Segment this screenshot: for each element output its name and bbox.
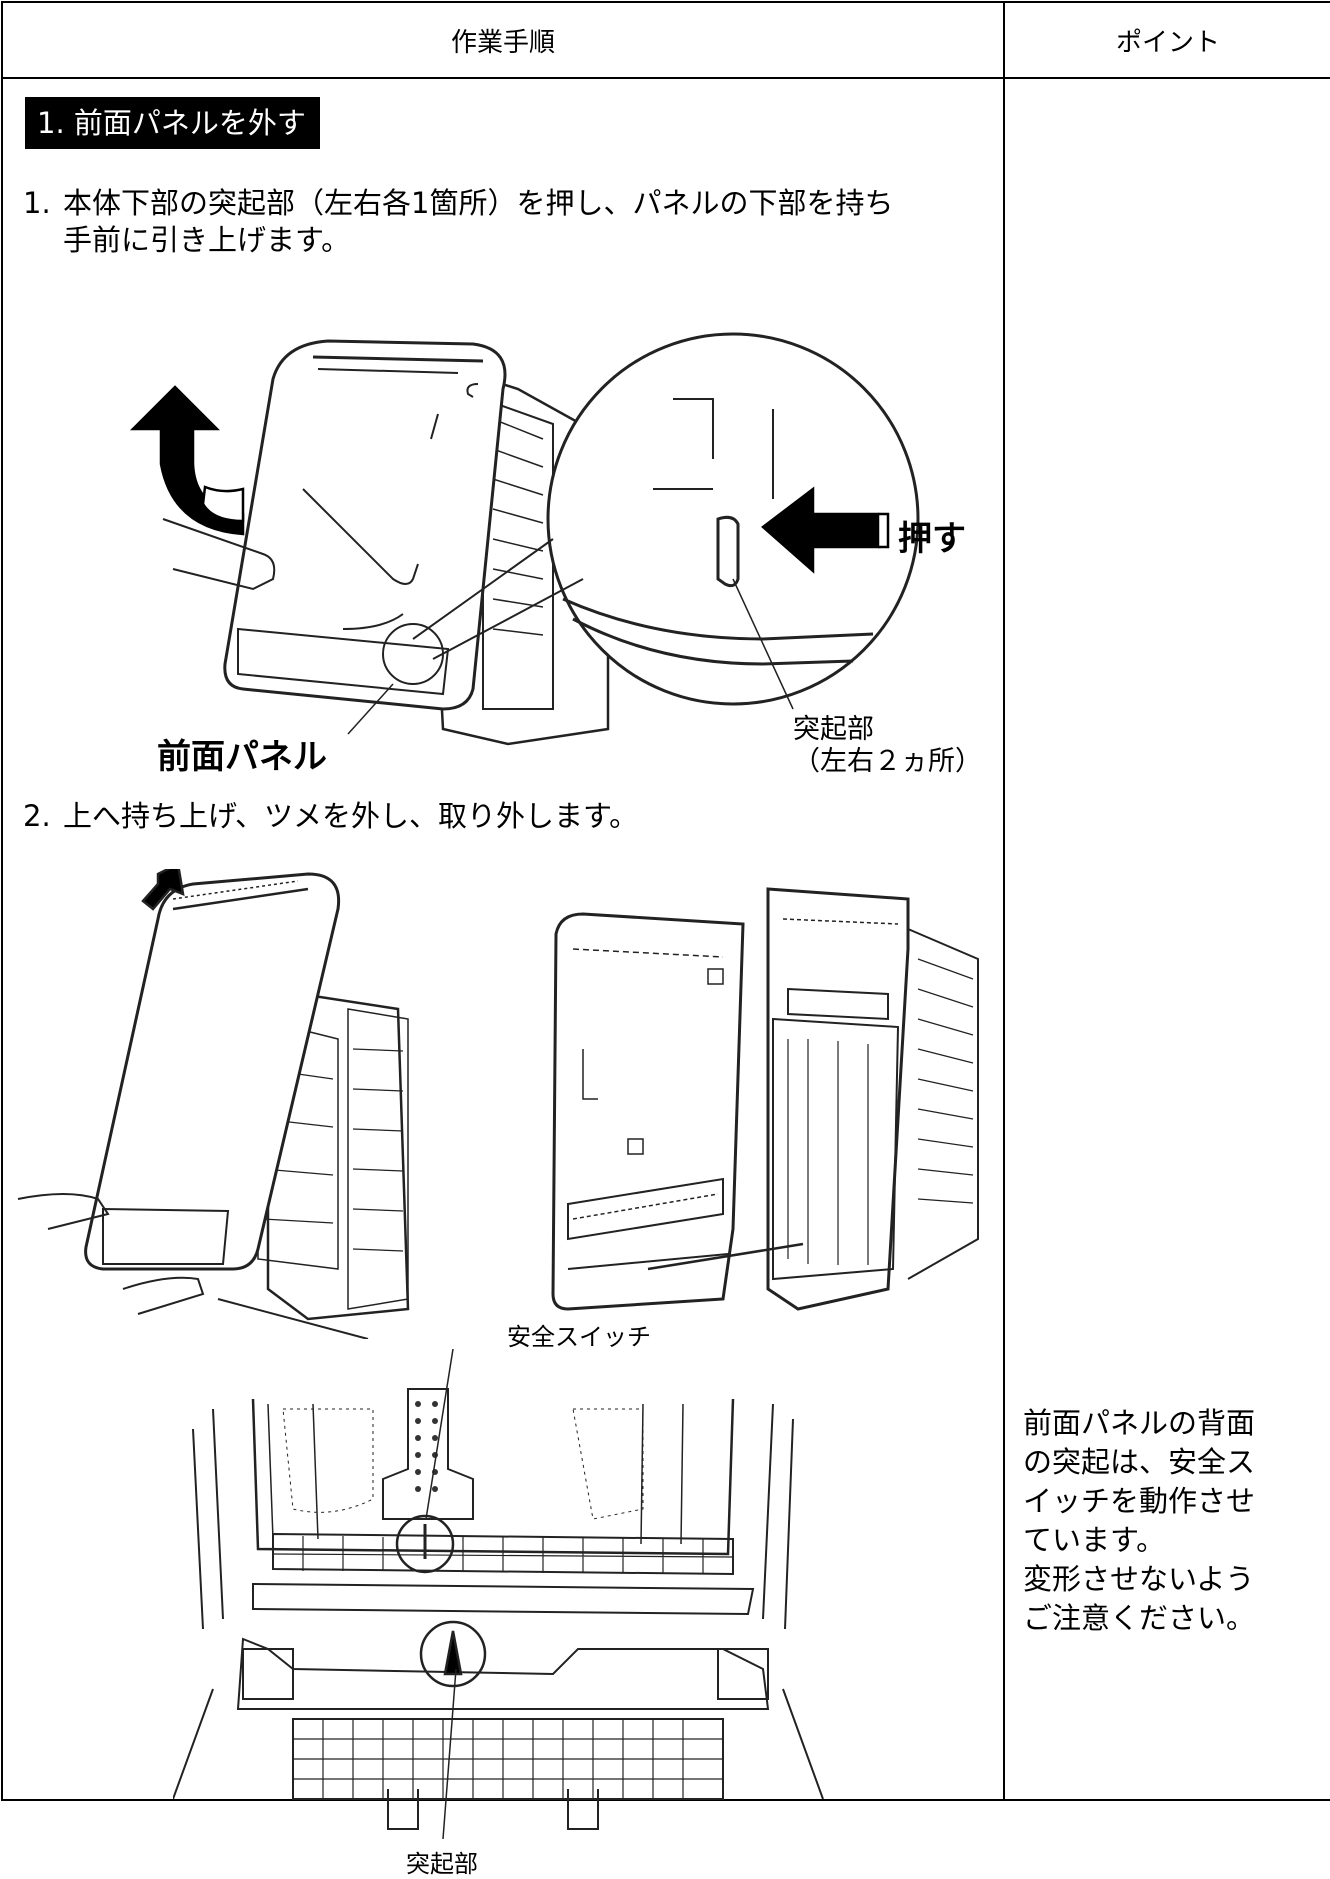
panel-slit — [312, 355, 484, 363]
right-hand — [302, 488, 419, 585]
label-protrusion-name: 突起部 — [793, 714, 874, 745]
section-title: 1. 前面パネルを外す — [25, 97, 320, 149]
label-front-panel: 前面パネル — [157, 737, 327, 777]
point-line-5: 変形させないよう — [1023, 1562, 1255, 1596]
lift-illustration — [17, 869, 979, 1339]
connector-line — [647, 1242, 804, 1271]
switch-grid — [272, 1532, 734, 1576]
step-2-number: 2. — [23, 799, 51, 833]
label-protrusion-bottom: 突起部 — [406, 1850, 478, 1878]
point-line-3: イッチを動作させ — [1023, 1484, 1256, 1518]
header-row: 作業手順 ポイント — [1, 1, 1330, 79]
panel-illustration — [129, 332, 920, 746]
step-1-line-1: 本体下部の突起部（左右各1箇所）を押し、パネルの下部を持ち — [63, 186, 894, 220]
point-note: 前面パネルの背面 の突起は、安全ス イッチを動作させ ています。 変形させないよ… — [1023, 1404, 1255, 1638]
label-safety-switch: 安全スイッチ — [507, 1323, 651, 1351]
zoom-lines — [412, 538, 584, 660]
header-point: ポイント — [1003, 1, 1330, 79]
label-protrusion-count: （左右２ヵ所） — [793, 746, 982, 777]
filter-area — [482, 397, 554, 710]
panel-bottom — [236, 1637, 770, 1710]
step-1: 1. 本体下部の突起部（左右各1箇所）を押し、パネルの下部を持ち 手前に引き上げま… — [23, 185, 893, 259]
push-arrow-icon — [761, 486, 890, 574]
panel-back — [551, 912, 745, 1311]
switch-column — [382, 1388, 474, 1520]
zoom-source — [382, 623, 444, 685]
switch-circle — [395, 1514, 455, 1574]
panel-slit-2 — [317, 368, 459, 374]
label-protrusion: 突起部 （左右２ヵ所） — [793, 714, 982, 778]
hand-2 — [122, 1276, 205, 1315]
lift-arrow-icon — [141, 869, 185, 911]
hand-1 — [17, 1193, 110, 1230]
step-2: 2. 上へ持ち上げ、ツメを外し、取り外します。 — [23, 798, 638, 835]
arrow-up-icon — [129, 385, 245, 536]
switch-illustration — [173, 1349, 824, 1840]
unit-bottom — [251, 1398, 735, 1556]
protrusion-leader — [732, 578, 794, 710]
panel-leader — [347, 683, 394, 735]
content-row: 1. 前面パネルを外す 1. 本体下部の突起部（左右各1箇所）を押し、パネルの下部… — [1, 77, 1330, 1878]
front-panel — [223, 339, 507, 711]
step-2-text: 上へ持ち上げ、ツメを外し、取り外します。 — [63, 799, 639, 833]
protrusion — [716, 515, 740, 588]
filter-grid — [492, 418, 544, 636]
left-hand — [162, 518, 276, 591]
label-push: 押す — [898, 519, 966, 559]
figure-lift-panel — [8, 869, 998, 1339]
point-line-2: の突起は、安全ス — [1023, 1445, 1256, 1479]
panel-grid — [292, 1718, 724, 1800]
point-line-4: ています。 — [1023, 1523, 1166, 1557]
step-1-number: 1. — [23, 186, 51, 220]
panel-handle — [237, 627, 450, 696]
switch-leader — [425, 1349, 454, 1520]
point-line-6: ご注意ください。 — [1023, 1601, 1256, 1635]
figure-safety-switch: 安全スイッチ 突起部 — [173, 1323, 833, 1878]
figure-remove-panel: 前面パネル 押す 突起部 （左右２ヵ所） — [113, 289, 993, 777]
step-1-line-2: 手前に引き上げます。 — [63, 223, 351, 257]
header-procedure: 作業手順 — [1, 1, 1005, 79]
procedure-cell: 1. 前面パネルを外す 1. 本体下部の突起部（左右各1箇所）を押し、パネルの下部… — [1, 77, 1005, 1878]
point-cell: 前面パネルの背面 の突起は、安全ス イッチを動作させ ています。 変形させないよ… — [1003, 77, 1330, 1801]
protrusion-circle — [419, 1620, 487, 1688]
point-line-1: 前面パネルの背面 — [1023, 1406, 1256, 1440]
